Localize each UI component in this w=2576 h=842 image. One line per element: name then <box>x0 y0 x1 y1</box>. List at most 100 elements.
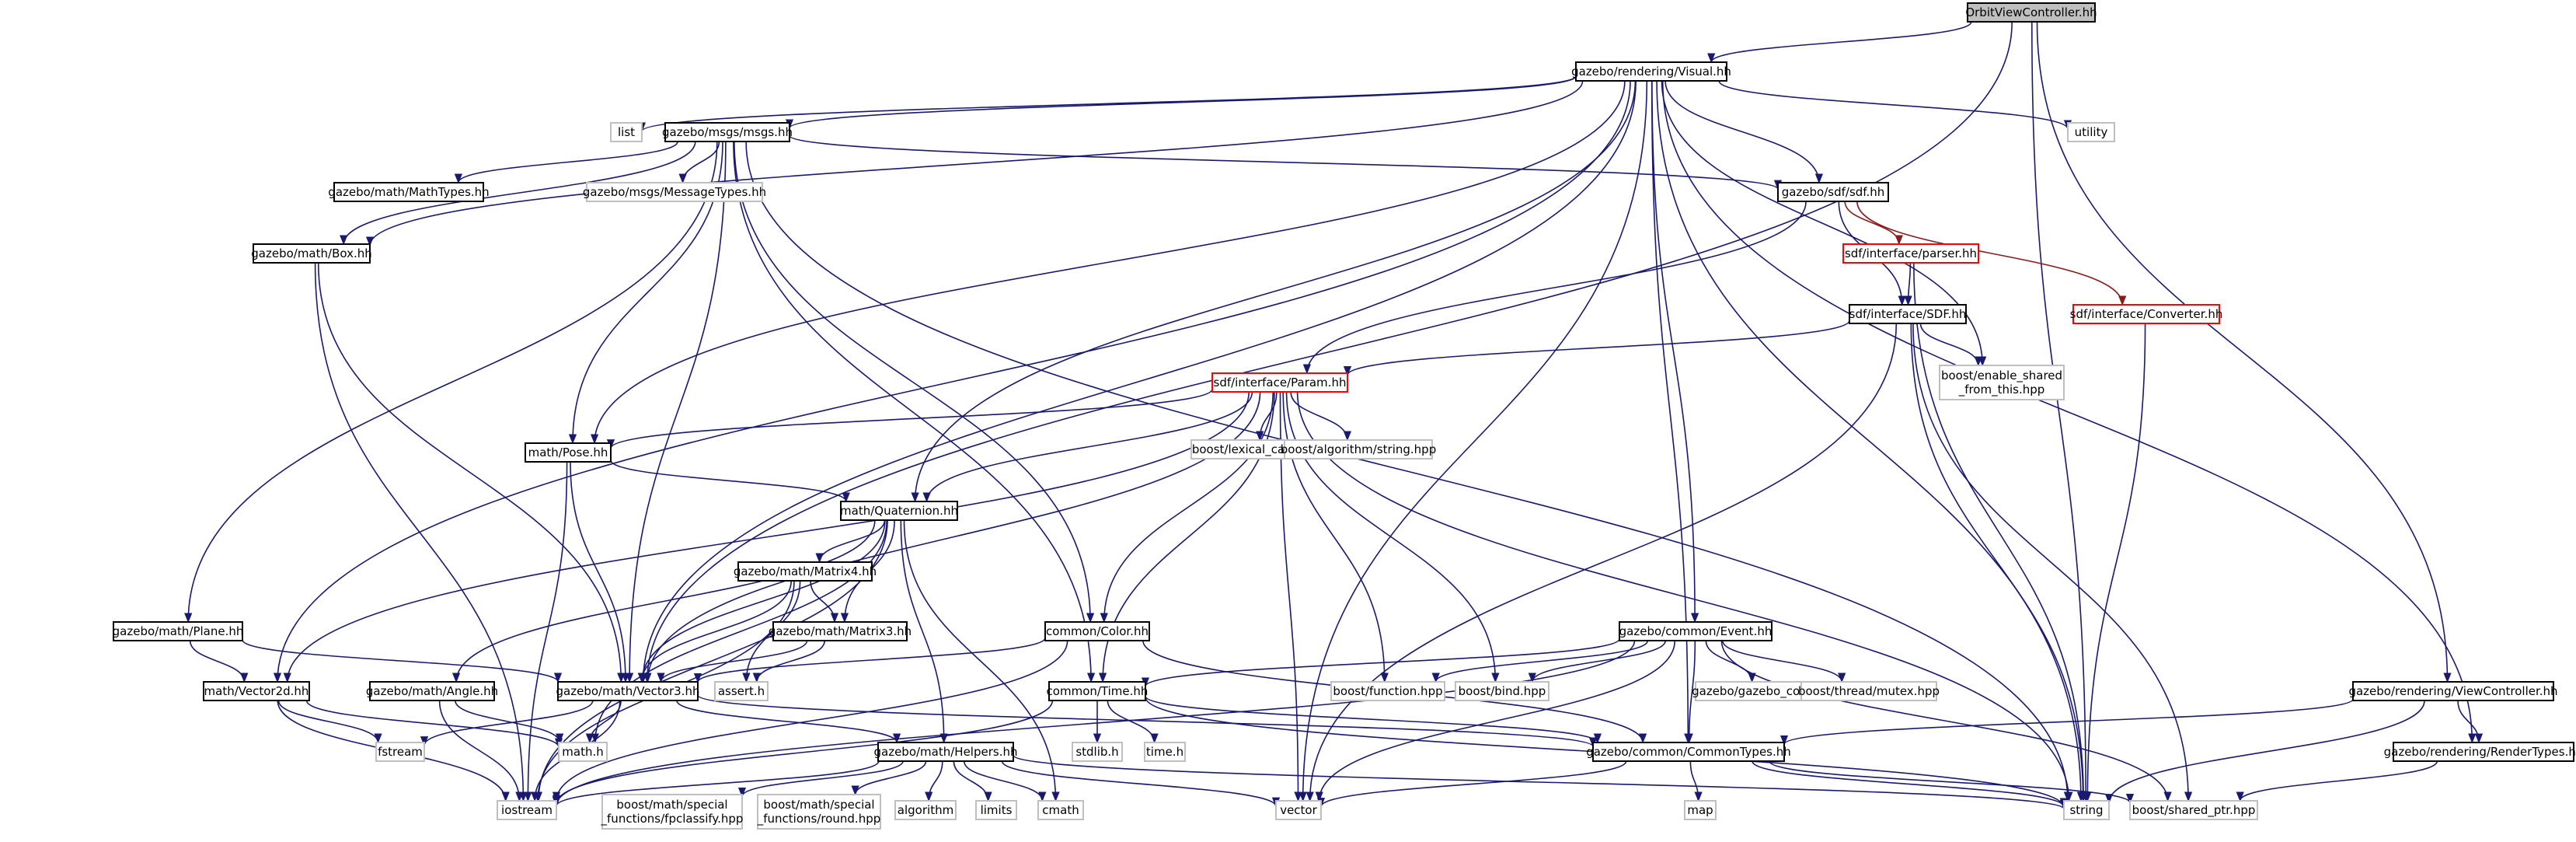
node-converter[interactable]: sdf/interface/Converter.hh <box>2070 304 2223 324</box>
node-helpers[interactable]: gazebo/math/Helpers.hh <box>873 742 1018 762</box>
node-root[interactable]: OrbitViewController.hh <box>1965 2 2097 23</box>
node-box-fstream <box>375 742 425 762</box>
node-label-converter: sdf/interface/Converter.hh <box>2070 307 2223 321</box>
node-algostr: boost/algorithm/string.hpp <box>1281 439 1436 459</box>
node-commontypes[interactable]: gazebo/common/CommonTypes.hh <box>1586 742 1791 762</box>
node-sdfhh[interactable]: gazebo/sdf/sdf.hh <box>1777 182 1889 202</box>
edge-event-to-vector <box>1315 640 1676 802</box>
edge-angle-to-mathh <box>455 700 564 744</box>
node-label-mathh: math.h <box>562 745 603 759</box>
node-box-angle <box>369 681 495 701</box>
node-sharedptr: boost/shared_ptr.hpp <box>2129 800 2258 820</box>
node-box-mathtypes <box>333 182 484 202</box>
node-parser[interactable]: sdf/interface/parser.hh <box>1842 243 1979 264</box>
node-box-timeh <box>1144 742 1186 762</box>
edge-helpers-to-round <box>851 760 927 796</box>
edge-matrix4-to-matrix3 <box>810 580 839 624</box>
node-label-round: _functions/round.hpp <box>757 812 881 826</box>
edge-visual-to-rendertypes <box>1661 80 2477 744</box>
node-rendertypes[interactable]: gazebo/rendering/RenderTypes.hh <box>2384 742 2576 762</box>
node-box-parser <box>1842 243 1979 264</box>
edge-commontypes-to-sharedptr <box>1769 760 2134 804</box>
node-event[interactable]: gazebo/common/Event.hh <box>1619 621 1773 641</box>
node-string: string <box>2063 800 2110 820</box>
node-box-visual <box>1575 61 1727 82</box>
node-box-msgs <box>664 122 790 142</box>
node-plane[interactable]: gazebo/math/Plane.hh <box>113 621 244 641</box>
edge-box-to-vector3 <box>317 262 626 683</box>
node-fpclassify: boost/math/special_functions/fpclassify.… <box>601 794 743 830</box>
edge-param-to-vector <box>1279 391 1302 802</box>
edge-parser-to-sdfint <box>1904 262 1912 306</box>
node-box-plane <box>113 621 243 641</box>
node-box-msgtypes <box>586 182 763 202</box>
node-vector3[interactable]: gazebo/math/Vector3.hh <box>556 681 700 701</box>
edge-quat-to-helpers <box>900 519 948 744</box>
edge-visual-to-string <box>1656 80 2086 802</box>
node-label-utility: utility <box>2075 125 2108 139</box>
node-viewctrl[interactable]: gazebo/rendering/ViewController.hh <box>2348 681 2558 701</box>
node-label-mathtypes: gazebo/math/MathTypes.hh <box>328 185 489 199</box>
node-timeh: time.h <box>1144 742 1186 762</box>
node-box-utility <box>2067 122 2115 142</box>
edge-msgs-to-color <box>734 141 1095 624</box>
node-box-box <box>253 243 371 264</box>
node-label-list: list <box>618 125 635 139</box>
edge-box-to-iostream <box>314 262 528 802</box>
edge-rendertypes-to-sharedptr <box>2236 760 2438 802</box>
node-color[interactable]: common/Color.hh <box>1044 621 1150 641</box>
edge-visual-to-event <box>1651 80 1699 624</box>
edge-msgs-to-mathtypes <box>454 141 678 184</box>
node-function: boost/function.hpp <box>1330 681 1445 701</box>
node-param[interactable]: sdf/interface/Param.hh <box>1211 372 1348 393</box>
edge-quat-to-angle <box>452 519 876 683</box>
edge-root-to-vector3 <box>643 21 2013 683</box>
node-msgs[interactable]: gazebo/msgs/msgs.hh <box>662 122 793 142</box>
edge-pose-to-quat <box>610 459 850 503</box>
node-pose[interactable]: math/Pose.hh <box>525 442 612 463</box>
node-label-helpers: gazebo/math/Helpers.hh <box>873 745 1017 759</box>
node-label-vector2d: math/Vector2d.hh <box>204 684 309 698</box>
edge-param-to-function <box>1282 391 1389 683</box>
node-label-color: common/Color.hh <box>1046 624 1149 638</box>
edge-vector3-to-mathh <box>585 700 622 744</box>
node-label-parser: sdf/interface/parser.hh <box>1845 246 1977 260</box>
node-visual[interactable]: gazebo/rendering/Visual.hh <box>1571 61 1731 82</box>
node-label-sdfhh: gazebo/sdf/sdf.hh <box>1782 185 1885 199</box>
edge-visual-to-list <box>638 75 1577 133</box>
node-angle[interactable]: gazebo/math/Angle.hh <box>366 681 498 701</box>
node-box-algorithm <box>894 800 957 820</box>
edge-event-to-sharedptr <box>1720 640 2172 802</box>
node-label-angle: gazebo/math/Angle.hh <box>366 684 498 698</box>
node-box[interactable]: gazebo/math/Box.hh <box>251 243 372 264</box>
edge-visual-to-sdfhh <box>1664 80 1823 184</box>
node-box-limits <box>975 800 1017 820</box>
node-label-cmath: cmath <box>1042 803 1079 817</box>
edge-param-to-string <box>1296 391 2073 802</box>
edge-root-to-visual <box>1707 21 1972 64</box>
edge-quat-to-mathh <box>591 519 887 744</box>
edge-event-to-mutex <box>1722 640 1846 683</box>
node-box-matrix4 <box>737 561 873 582</box>
node-mathtypes[interactable]: gazebo/math/MathTypes.hh <box>328 182 490 202</box>
node-quat[interactable]: math/Quaternion.hh <box>840 501 958 521</box>
node-box-helpers <box>877 742 1014 762</box>
edge-plane-to-vector3 <box>242 639 562 683</box>
node-sdfint[interactable]: sdf/interface/SDF.hh <box>1849 304 1967 324</box>
node-matrix3[interactable]: gazebo/math/Matrix3.hh <box>769 621 912 641</box>
edge-event-to-commontypes <box>1685 640 1696 744</box>
node-box-event <box>1619 621 1773 641</box>
node-time[interactable]: common/Time.hh <box>1047 681 1149 701</box>
edge-visual-to-box <box>366 80 1584 247</box>
edge-helpers-to-iostream <box>552 760 880 807</box>
edge-vector2d-to-fstream <box>277 700 382 744</box>
node-label-matrix3: gazebo/math/Matrix3.hh <box>769 624 912 638</box>
edge-vector3-to-fstream <box>420 700 594 746</box>
edge-visual-to-msgs <box>786 75 1577 130</box>
node-label-timeh: time.h <box>1146 745 1183 759</box>
node-label-vector: vector <box>1280 803 1317 817</box>
node-matrix4[interactable]: gazebo/math/Matrix4.hh <box>734 561 877 582</box>
node-vector2d[interactable]: math/Vector2d.hh <box>203 681 310 701</box>
edge-sdfint-to-enableshared <box>1919 323 1982 367</box>
